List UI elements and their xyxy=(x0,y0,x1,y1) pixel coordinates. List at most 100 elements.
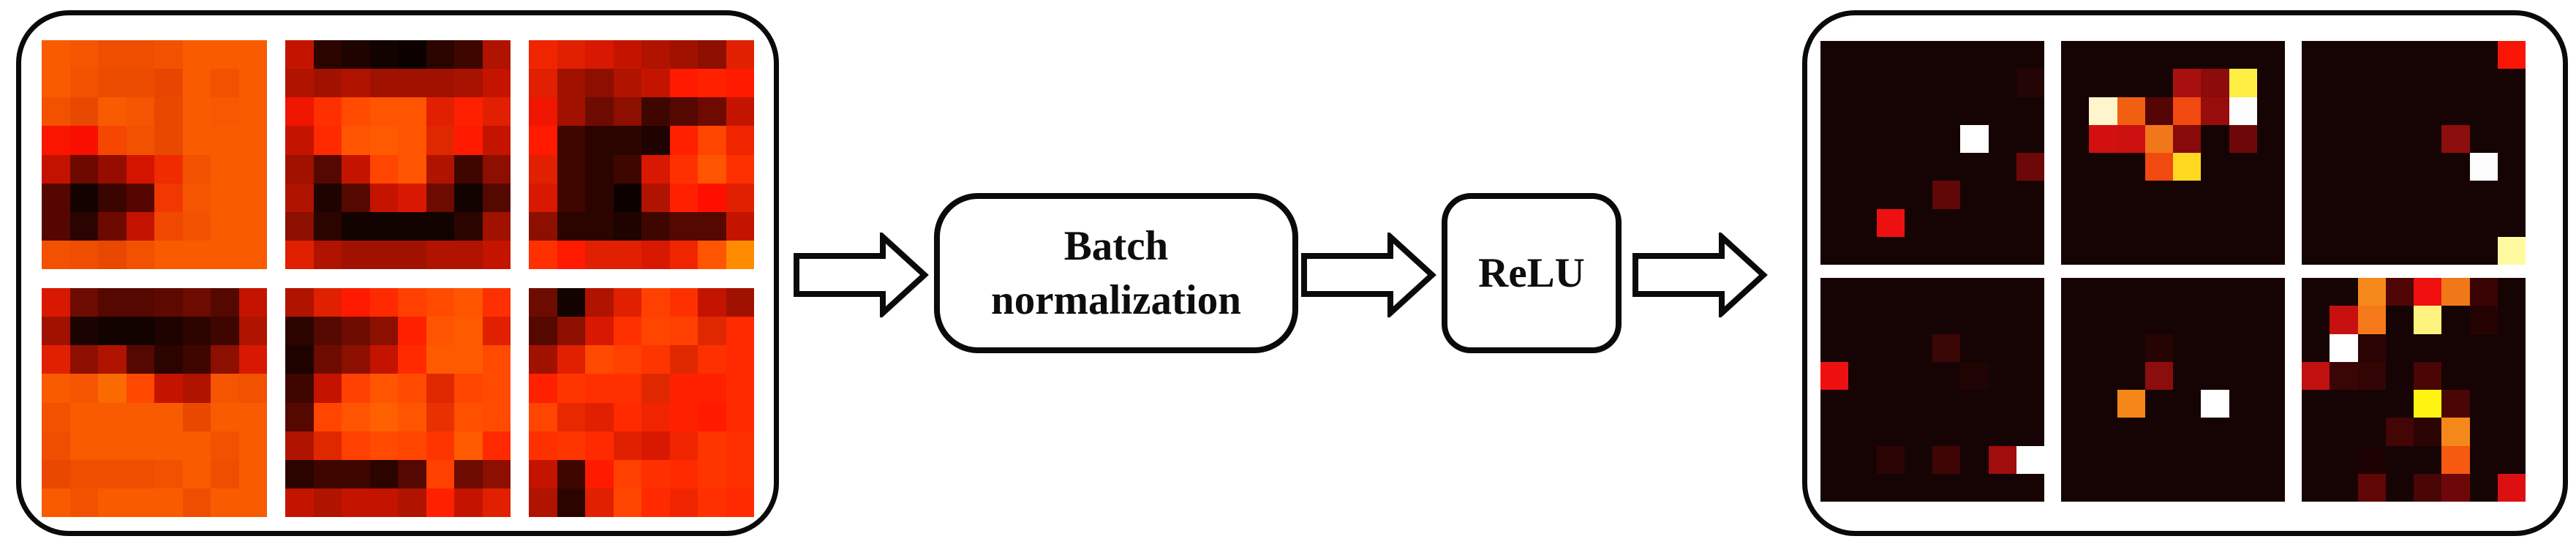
feature-map-cell xyxy=(1848,278,1877,306)
feature-map-cell xyxy=(2256,181,2285,209)
feature-map-cell xyxy=(313,317,342,346)
feature-map-cell xyxy=(2414,236,2442,265)
feature-map-cell xyxy=(1904,306,1932,334)
feature-map-cell xyxy=(154,459,183,488)
feature-map-cell xyxy=(285,488,314,517)
feature-map-cell xyxy=(285,431,314,460)
feature-map-cell xyxy=(369,288,398,317)
feature-map-cell xyxy=(2016,390,2044,418)
feature-map-cell xyxy=(2229,418,2257,446)
feature-map-cell xyxy=(669,459,698,488)
feature-map-cell xyxy=(1960,153,1989,181)
feature-map-cell xyxy=(557,97,585,127)
feature-map-cell xyxy=(669,240,698,269)
feature-map-cell xyxy=(2497,306,2526,334)
feature-map-cell xyxy=(285,69,314,98)
feature-map-cell xyxy=(529,374,557,403)
feature-map-cell xyxy=(398,240,426,269)
feature-map-cell xyxy=(285,211,314,241)
feature-map-cell xyxy=(529,154,557,184)
feature-map-cell xyxy=(154,97,183,127)
feature-map-cell xyxy=(398,40,426,69)
feature-map-cell xyxy=(1988,153,2016,181)
feature-map-cell xyxy=(2089,97,2117,125)
feature-map-cell xyxy=(126,97,154,127)
feature-map-cell xyxy=(726,402,754,431)
feature-map-cell xyxy=(557,40,585,69)
feature-map-cell xyxy=(342,211,370,241)
feature-map-cell xyxy=(585,288,614,317)
feature-map-cell xyxy=(1988,390,2016,418)
feature-map-cell xyxy=(454,345,483,374)
feature-map-cell xyxy=(2016,306,2044,334)
feature-map-cell xyxy=(2144,361,2173,390)
feature-map-cell xyxy=(211,488,239,517)
feature-map-cell xyxy=(613,97,641,127)
feature-map-cell xyxy=(2385,306,2414,334)
feature-map-cell xyxy=(1820,361,1849,390)
feature-map-cell xyxy=(1932,236,1961,265)
feature-map-cell xyxy=(482,459,511,488)
feature-map-cell xyxy=(1932,124,1961,153)
feature-map-cell xyxy=(1876,390,1905,418)
feature-map-cell xyxy=(2061,153,2090,181)
feature-map-cell xyxy=(613,154,641,184)
feature-map-cell xyxy=(613,288,641,317)
feature-map-cell xyxy=(1876,278,1905,306)
feature-map-cell xyxy=(2357,153,2386,181)
feature-map-cell xyxy=(529,488,557,517)
feature-map-cell xyxy=(669,69,698,98)
feature-map-cell xyxy=(698,154,726,184)
feature-map-cell xyxy=(2357,473,2386,502)
feature-map-cell xyxy=(398,97,426,127)
feature-map-cell xyxy=(2061,278,2090,306)
feature-map-cell xyxy=(726,97,754,127)
feature-map-cell xyxy=(726,240,754,269)
feature-map-cell xyxy=(1820,124,1849,153)
feature-map-cell xyxy=(2173,445,2202,474)
feature-map-cell xyxy=(2089,69,2117,97)
feature-map-cell xyxy=(2016,208,2044,237)
feature-map-cell xyxy=(426,154,454,184)
feature-map-cell xyxy=(154,69,183,98)
feature-map-cell xyxy=(154,374,183,403)
output-feature-map-2 xyxy=(2061,41,2285,265)
feature-map-cell xyxy=(2330,208,2358,237)
feature-map-cell xyxy=(698,317,726,346)
feature-map-cell xyxy=(2441,390,2470,418)
feature-map-cell xyxy=(126,40,154,69)
feature-map-cell xyxy=(585,240,614,269)
feature-map-cell xyxy=(2201,306,2229,334)
feature-map-cell xyxy=(482,40,511,69)
feature-map-cell xyxy=(2497,208,2526,237)
feature-map-cell xyxy=(126,183,154,212)
feature-map-cell xyxy=(2469,361,2498,390)
feature-map-cell xyxy=(1904,361,1932,390)
feature-map-cell xyxy=(1960,306,1989,334)
feature-map-cell xyxy=(2144,236,2173,265)
feature-map-cell xyxy=(2229,153,2257,181)
feature-map-cell xyxy=(2061,361,2090,390)
feature-map-cell xyxy=(557,183,585,212)
feature-map-cell xyxy=(2016,473,2044,502)
feature-map-cell xyxy=(1848,390,1877,418)
feature-map-cell xyxy=(585,345,614,374)
feature-map-cell xyxy=(2144,69,2173,97)
feature-map-cell xyxy=(482,317,511,346)
feature-map-cell xyxy=(2469,181,2498,209)
feature-map-cell xyxy=(2385,153,2414,181)
feature-map-cell xyxy=(369,97,398,127)
feature-map-cell xyxy=(182,40,211,69)
feature-map-cell xyxy=(641,431,670,460)
feature-map-cell xyxy=(698,288,726,317)
feature-map-cell xyxy=(2302,361,2330,390)
feature-map-cell xyxy=(2173,41,2202,69)
feature-map-cell xyxy=(2061,41,2090,69)
feature-map-cell xyxy=(2441,278,2470,306)
feature-map-cell xyxy=(2201,124,2229,153)
feature-map-cell xyxy=(454,154,483,184)
feature-map-cell xyxy=(1988,69,2016,97)
feature-map-cell xyxy=(529,402,557,431)
feature-map-cell xyxy=(2414,306,2442,334)
feature-map-cell xyxy=(154,317,183,346)
